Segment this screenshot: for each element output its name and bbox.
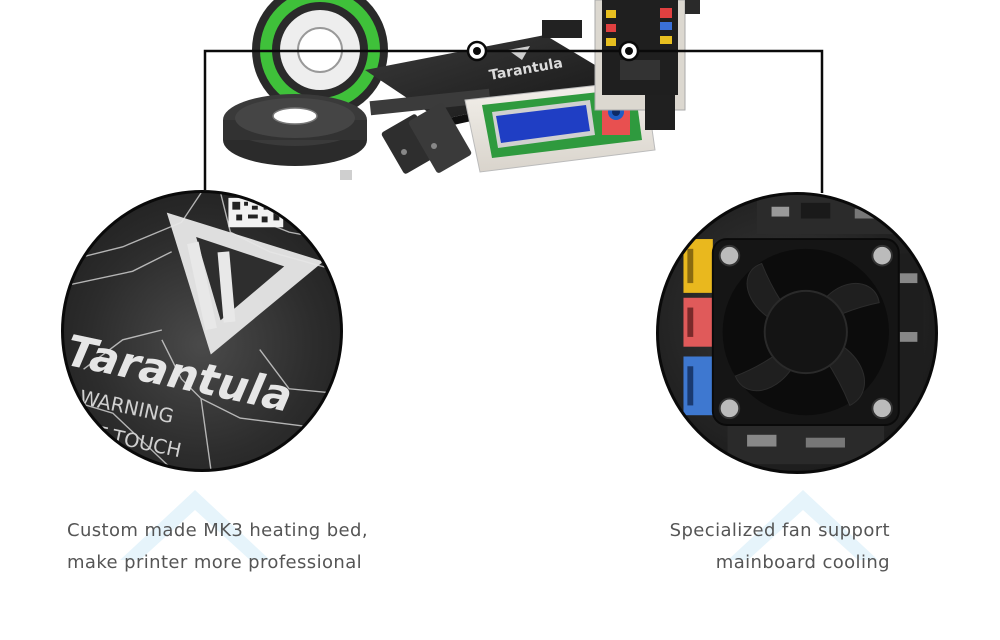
printer-kit-illustration: Tarantula <box>223 0 700 180</box>
chevron-decoration-left <box>120 490 270 560</box>
chevron-decoration-right <box>728 490 878 560</box>
heating-bed-caption-line1: Custom made MK3 heating bed, <box>67 520 368 541</box>
fan-closeup-art <box>683 195 924 465</box>
fan-closeup <box>656 192 938 474</box>
fan-caption: Specialized fan support mainboard coolin… <box>670 515 890 579</box>
fan-caption-line2: mainboard cooling <box>715 552 890 573</box>
product-photo: Tarantula <box>190 0 710 215</box>
heating-bed-caption-line2: make printer more professional <box>67 552 363 573</box>
heating-bed-closeup-art: Tarantula WARNING NOT TOUCH <box>64 193 340 469</box>
heating-bed-closeup: Tarantula WARNING NOT TOUCH <box>61 190 343 472</box>
tarantula-logo <box>166 212 324 355</box>
qr-code <box>228 197 284 228</box>
cooling-fan <box>711 238 900 426</box>
black-filament-spool <box>223 94 367 166</box>
mainboard-case <box>594 0 700 130</box>
connector-headers <box>683 239 713 416</box>
heating-bed-caption: Custom made MK3 heating bed, make printe… <box>67 515 368 579</box>
fan-caption-line1: Specialized fan support <box>669 520 890 541</box>
